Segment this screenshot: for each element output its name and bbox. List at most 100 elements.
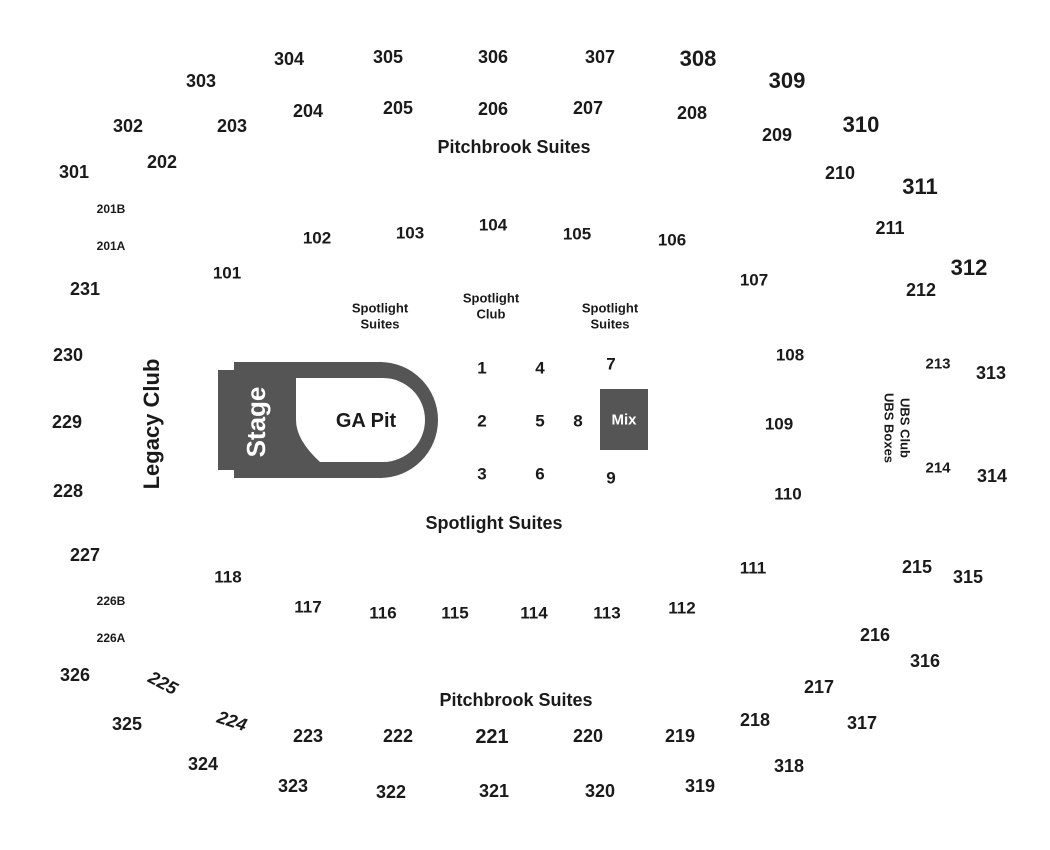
section-226b[interactable]: 226B: [96, 594, 126, 608]
section-218[interactable]: 218: [739, 710, 771, 730]
section-118[interactable]: 118: [214, 567, 242, 587]
floor-row[interactable]: 9: [606, 468, 616, 488]
section-323[interactable]: 323: [277, 776, 309, 796]
section-115[interactable]: 115: [441, 603, 469, 623]
section-212[interactable]: 212: [905, 280, 937, 300]
section-226a[interactable]: 226A: [96, 631, 126, 645]
section-219[interactable]: 219: [664, 726, 696, 746]
section-216[interactable]: 216: [859, 625, 891, 645]
floor-row[interactable]: 1: [477, 358, 487, 378]
section-319[interactable]: 319: [684, 776, 716, 796]
section-301[interactable]: 301: [58, 162, 90, 182]
section-208[interactable]: 208: [676, 103, 708, 123]
section-316[interactable]: 316: [909, 651, 941, 671]
section-102[interactable]: 102: [302, 228, 332, 248]
section-111[interactable]: 111: [739, 558, 767, 578]
section-110[interactable]: 110: [774, 484, 802, 504]
section-321[interactable]: 321: [478, 781, 510, 801]
section-107[interactable]: 107: [739, 270, 769, 290]
section-312[interactable]: 312: [950, 255, 988, 280]
section-231[interactable]: 231: [69, 279, 101, 299]
spotlight-suites-right[interactable]: Spotlight Suites: [581, 300, 639, 331]
floor-row[interactable]: 7: [606, 354, 616, 374]
floor-row[interactable]: 4: [535, 358, 545, 378]
section-303[interactable]: 303: [185, 71, 217, 91]
section-314[interactable]: 314: [976, 466, 1008, 486]
section-108[interactable]: 108: [775, 345, 805, 365]
section-307[interactable]: 307: [584, 47, 616, 67]
section-315[interactable]: 315: [952, 567, 984, 587]
section-101[interactable]: 101: [212, 263, 242, 283]
ubs-labels[interactable]: UBS Club UBS Boxes: [880, 392, 912, 464]
ga-pit-label[interactable]: GA Pit: [335, 410, 397, 432]
section-201b[interactable]: 201B: [96, 202, 126, 216]
floor-row[interactable]: 8: [573, 411, 583, 431]
section-114[interactable]: 114: [520, 603, 548, 623]
section-230[interactable]: 230: [52, 345, 84, 365]
ubs-boxes-label: UBS Boxes: [881, 392, 896, 464]
spotlight-suites-left[interactable]: Spotlight Suites: [351, 300, 409, 331]
section-311[interactable]: 311: [902, 174, 938, 199]
section-320[interactable]: 320: [584, 781, 616, 801]
mix-box[interactable]: [600, 389, 648, 450]
section-112[interactable]: 112: [668, 598, 696, 618]
section-204[interactable]: 204: [292, 101, 324, 121]
section-228[interactable]: 228: [52, 481, 84, 501]
section-215[interactable]: 215: [901, 557, 933, 577]
section-213[interactable]: 213: [925, 355, 951, 373]
pitchbrook-suites-bottom[interactable]: Pitchbrook Suites: [439, 690, 593, 710]
section-105[interactable]: 105: [562, 224, 592, 244]
legacy-club-label[interactable]: Legacy Club: [139, 358, 164, 490]
spotlight-club[interactable]: Spotlight Club: [462, 290, 520, 321]
section-206[interactable]: 206: [477, 99, 509, 119]
section-227[interactable]: 227: [69, 545, 101, 565]
section-117[interactable]: 117: [294, 597, 322, 617]
section-229[interactable]: 229: [51, 412, 83, 432]
section-222[interactable]: 222: [382, 726, 414, 746]
section-322[interactable]: 322: [375, 782, 407, 802]
section-202[interactable]: 202: [146, 152, 178, 172]
section-211[interactable]: 211: [875, 218, 905, 238]
section-309[interactable]: 309: [768, 68, 806, 93]
section-116[interactable]: 116: [369, 603, 397, 623]
section-302[interactable]: 302: [112, 116, 144, 136]
section-313[interactable]: 313: [975, 363, 1007, 383]
section-308[interactable]: 308: [679, 46, 717, 71]
section-223[interactable]: 223: [292, 726, 324, 746]
section-325[interactable]: 325: [111, 714, 143, 734]
section-109[interactable]: 109: [764, 414, 794, 434]
section-310[interactable]: 310: [842, 112, 880, 137]
section-317[interactable]: 317: [846, 713, 878, 733]
mix-label: Mix: [611, 411, 637, 429]
section-104[interactable]: 104: [478, 215, 508, 235]
floor-row[interactable]: 6: [535, 464, 545, 484]
floor-row[interactable]: 3: [477, 464, 487, 484]
section-304[interactable]: 304: [273, 49, 305, 69]
floor-row[interactable]: 2: [477, 411, 487, 431]
section-326[interactable]: 326: [59, 665, 91, 685]
pitchbrook-suites-top[interactable]: Pitchbrook Suites: [437, 137, 591, 157]
section-210[interactable]: 210: [824, 163, 856, 183]
spotlight-suites-main[interactable]: Spotlight Suites: [425, 513, 563, 533]
section-318[interactable]: 318: [773, 756, 805, 776]
section-201a[interactable]: 201A: [96, 239, 126, 253]
section-305[interactable]: 305: [372, 47, 404, 67]
floor-row[interactable]: 5: [535, 411, 545, 431]
section-221[interactable]: 221: [475, 726, 509, 748]
section-214[interactable]: 214: [925, 459, 951, 477]
section-324[interactable]: 324: [187, 754, 219, 774]
section-203[interactable]: 203: [216, 116, 248, 136]
section-207[interactable]: 207: [572, 98, 604, 118]
section-103[interactable]: 103: [395, 223, 425, 243]
section-113[interactable]: 113: [593, 603, 621, 623]
section-306[interactable]: 306: [477, 47, 509, 67]
section-209[interactable]: 209: [761, 125, 793, 145]
ga-pit-area[interactable]: [296, 378, 425, 462]
stage-label: Stage: [241, 386, 271, 458]
section-106[interactable]: 106: [657, 230, 687, 250]
section-217[interactable]: 217: [803, 677, 835, 697]
section-205[interactable]: 205: [382, 98, 414, 118]
section-220[interactable]: 220: [572, 726, 604, 746]
